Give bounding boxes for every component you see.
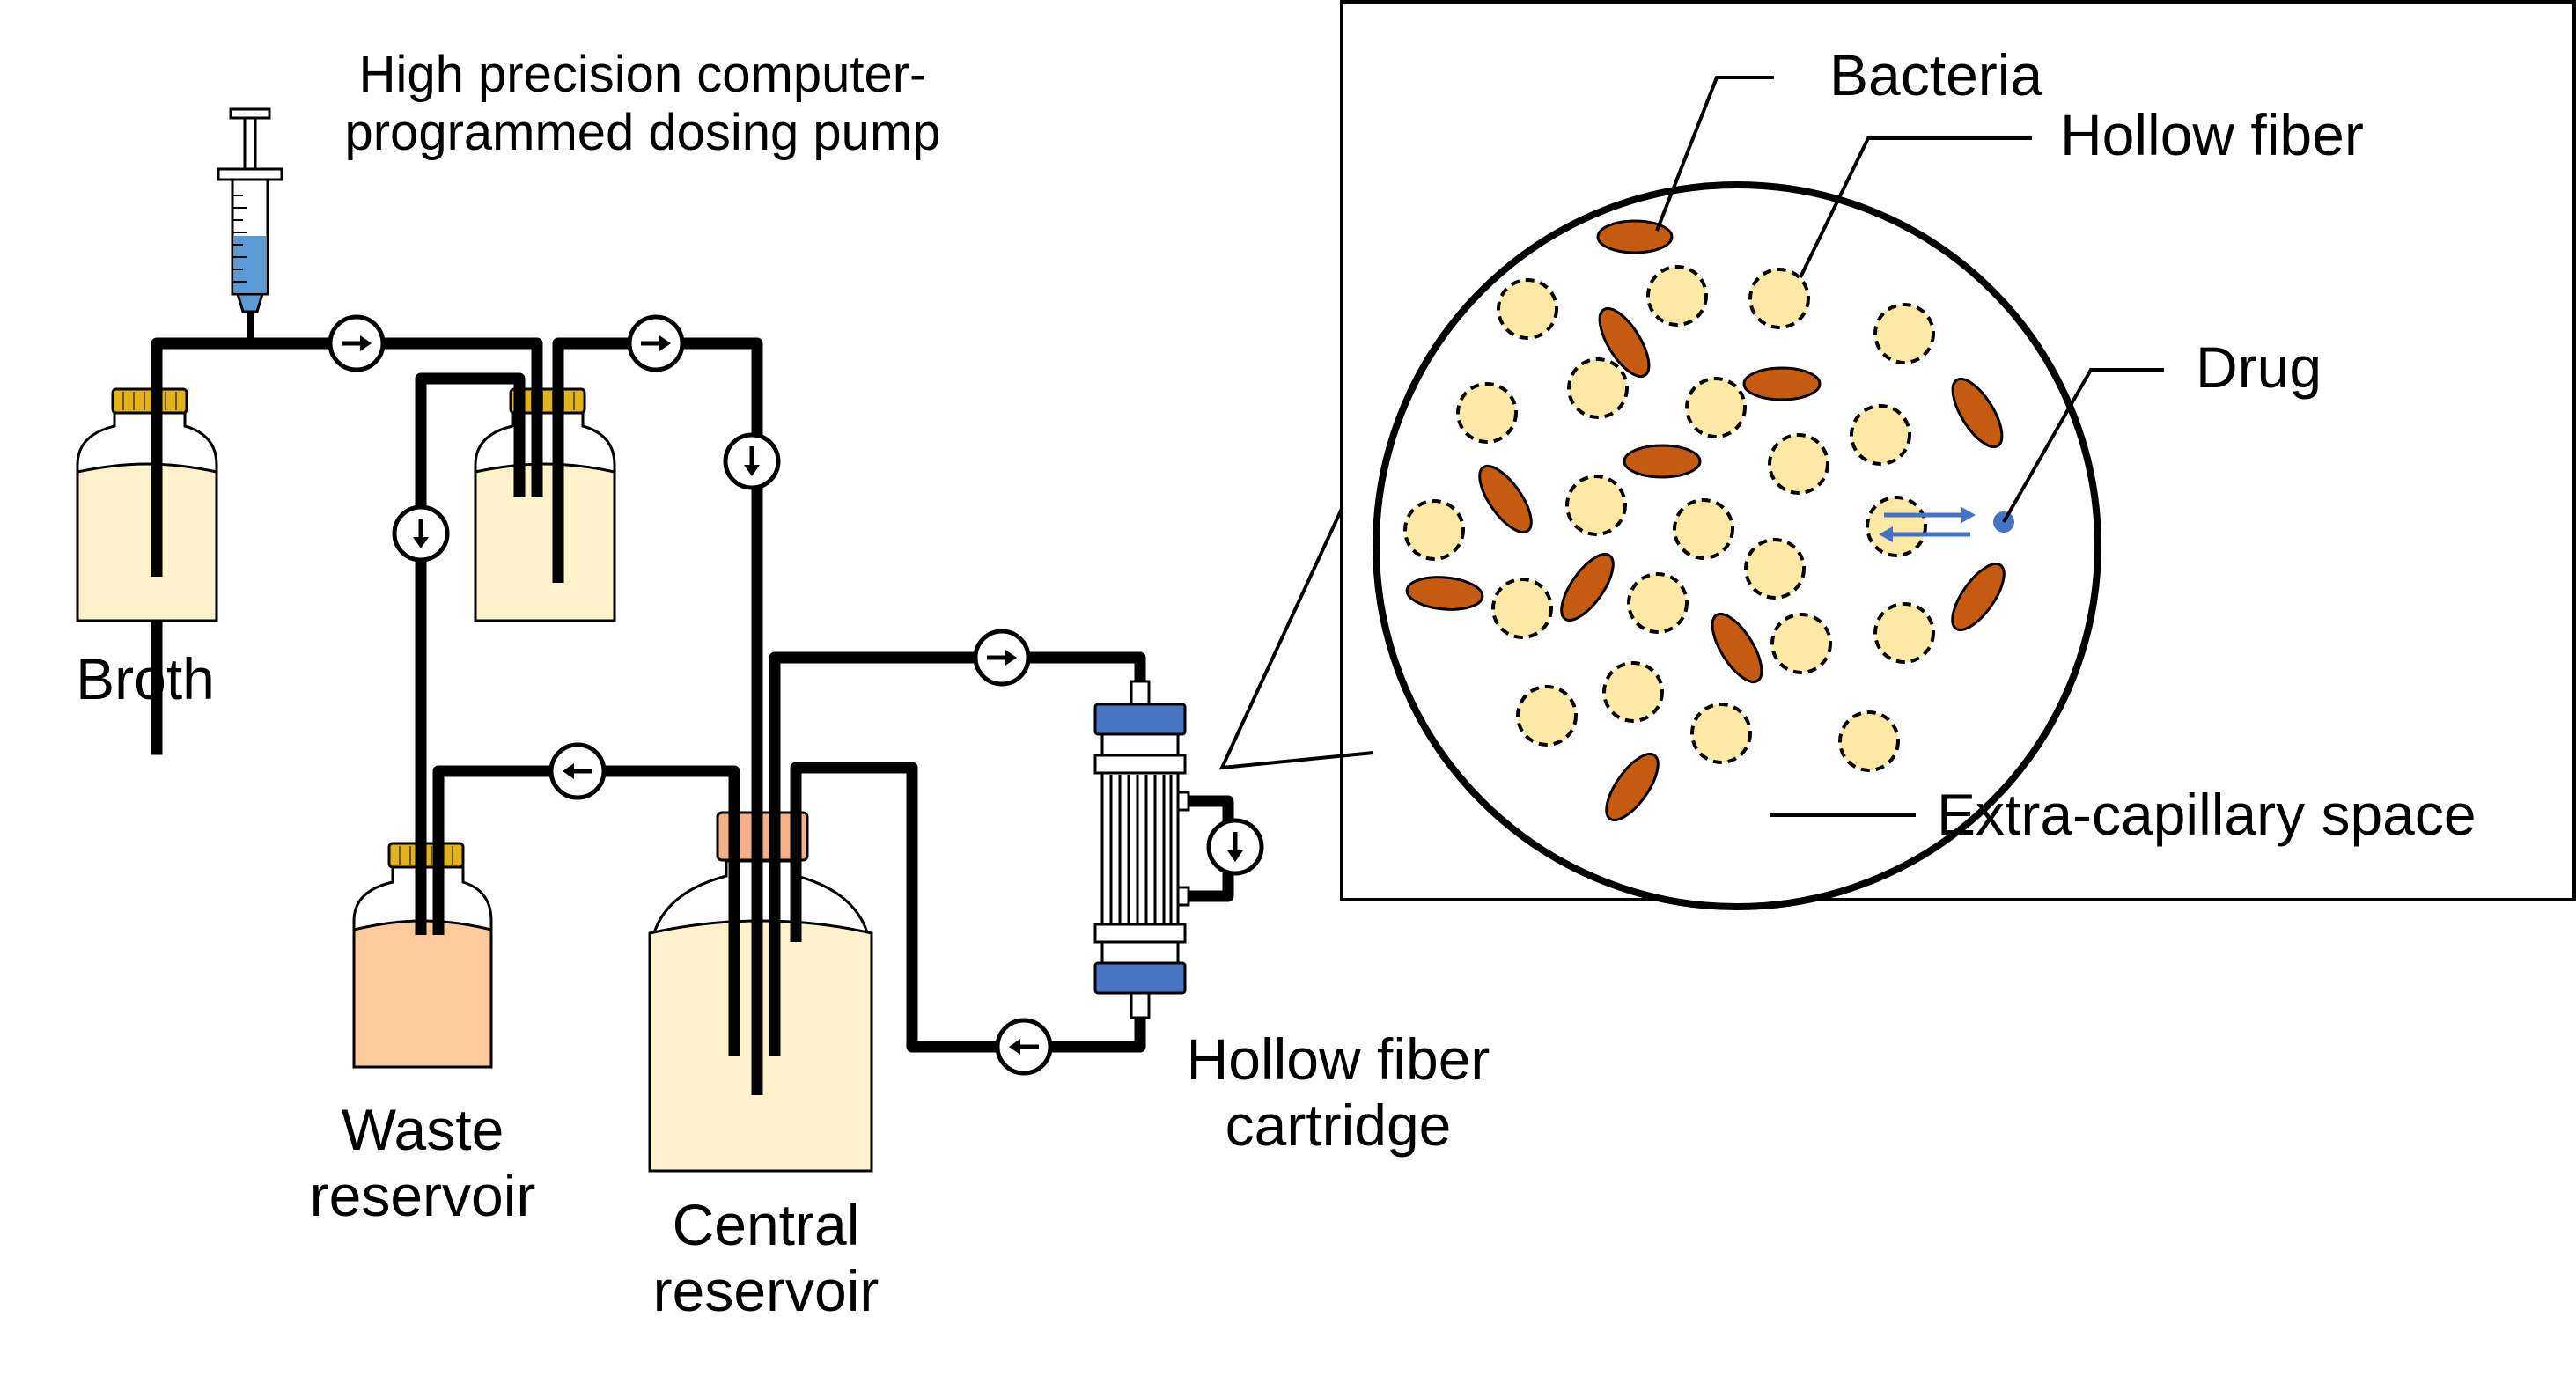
drug-label: Drug	[2196, 335, 2322, 400]
leader-lines	[1655, 76, 2164, 817]
waste-reservoir-label: Waste reservoir	[264, 1097, 581, 1228]
hollow-fiber-cartridge	[1093, 680, 1190, 1019]
leader-bacteria	[1655, 76, 1774, 232]
syringe-icon	[217, 107, 283, 343]
flow-arrows	[328, 314, 1264, 1076]
leader-hollow-fiber	[1799, 136, 2032, 278]
hollow-fibers	[1403, 265, 1935, 772]
flow-arrow-right-icon	[627, 314, 685, 372]
leader-drug	[2002, 368, 2164, 523]
waste-label-line-2: reservoir	[309, 1162, 536, 1228]
flow-arrow-down-icon	[723, 432, 781, 490]
intermediate-vessel	[474, 387, 616, 622]
flow-arrow-down-icon	[1206, 818, 1264, 876]
flow-arrow-down-icon	[392, 504, 450, 563]
bacteria	[1405, 219, 2006, 821]
callout-wedge	[1218, 508, 1374, 770]
flow-arrow-left-icon	[548, 742, 607, 800]
drug-exchange-arrows-icon	[1879, 507, 1976, 542]
cartridge-label-line-2: cartridge	[1225, 1092, 1452, 1158]
magnified-inset	[1218, 0, 2576, 910]
pump-label-line-2: programmed dosing pump	[344, 103, 941, 161]
flow-arrow-left-icon	[995, 1018, 1053, 1076]
waste-reservoir	[352, 842, 493, 1069]
cartridge-label-line-1: Hollow fiber	[1186, 1026, 1490, 1092]
cartridge-label: Hollow fiber cartridge	[1118, 1026, 1558, 1158]
flow-arrow-right-icon	[328, 314, 386, 372]
broth-bottle	[76, 387, 218, 622]
central-label-line-1: Central	[672, 1192, 860, 1257]
central-label-line-2: reservoir	[652, 1257, 880, 1323]
pump-label: High precision computer- programmed dosi…	[291, 46, 995, 161]
tube-cartridge-to-central	[790, 762, 1146, 1053]
broth-label: Broth	[76, 646, 215, 711]
central-reservoir-label: Central reservoir	[607, 1192, 924, 1323]
hollow-fiber-label: Hollow fiber	[2060, 102, 2364, 167]
central-reservoir	[648, 811, 873, 1173]
waste-label-line-1: Waste	[341, 1097, 504, 1162]
pump-label-line-1: High precision computer-	[358, 46, 927, 103]
flow-arrow-right-icon	[973, 629, 1031, 687]
bacteria-label: Bacteria	[1829, 42, 2043, 107]
extra-capillary-label: Extra-capillary space	[1937, 782, 2477, 847]
